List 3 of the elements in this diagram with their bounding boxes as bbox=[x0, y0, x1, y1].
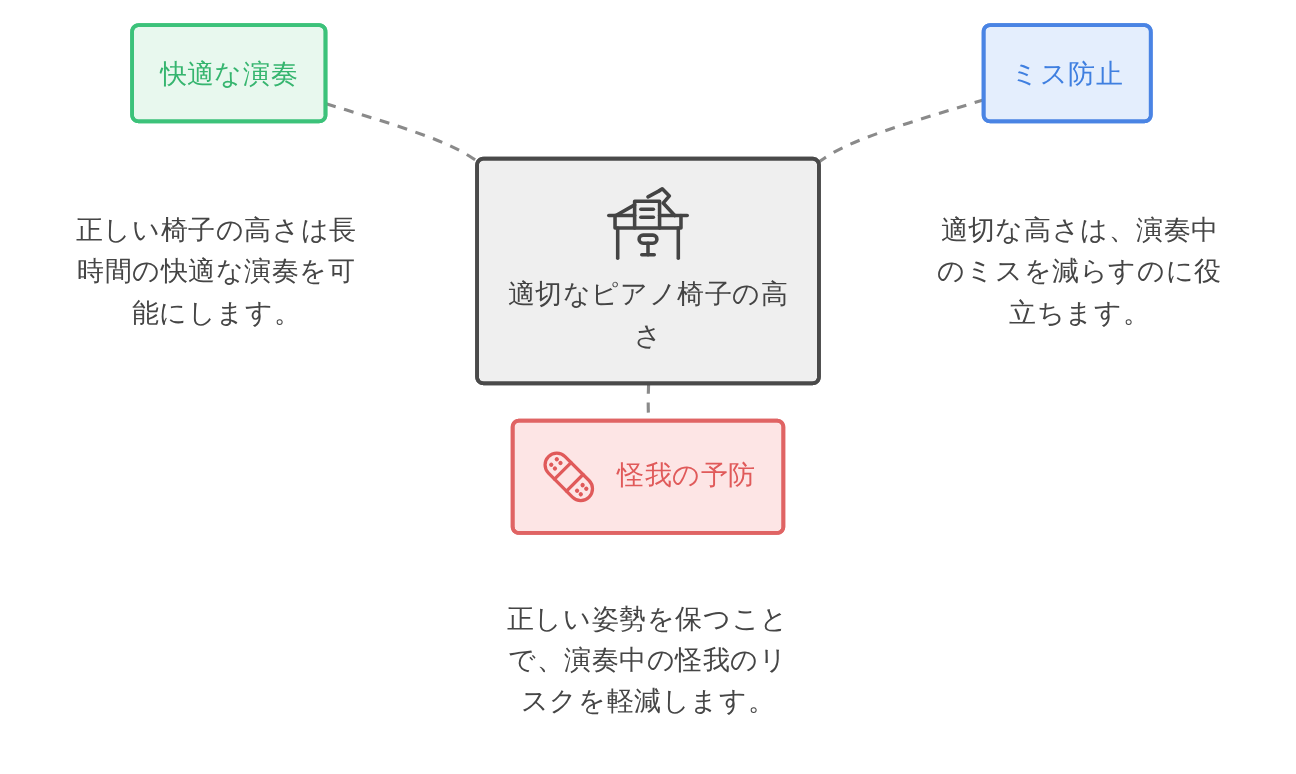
node-label: 正しい椅子の高さは長時間の快適な演奏を可能にします。 bbox=[75, 214, 357, 328]
node-label: 正しい姿勢を保つことで、演奏中の怪我のリスクを軽減します。 bbox=[507, 602, 789, 717]
node-label: 適切な高さは、演奏中のミスを減らすのに役立ちます。 bbox=[937, 214, 1222, 328]
